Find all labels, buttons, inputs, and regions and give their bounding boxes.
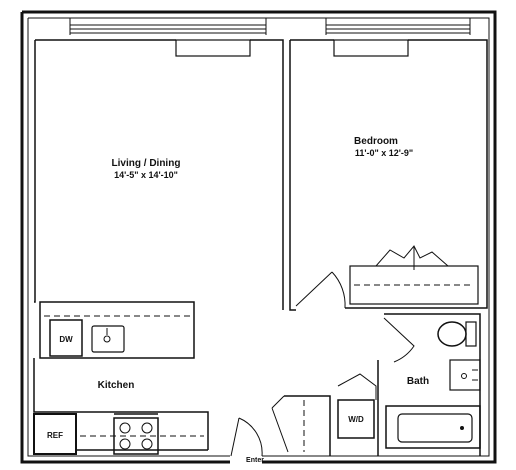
- dishwasher-label: DW: [59, 335, 73, 344]
- bath-name: Bath: [407, 376, 429, 387]
- outer-walls: [20, 10, 497, 464]
- kitchen-name: Kitchen: [98, 380, 135, 391]
- window-bedroom: [325, 18, 471, 57]
- washer-dryer-label: W/D: [348, 415, 364, 424]
- living-room-outline: [34, 39, 284, 310]
- kitchen-counter: [39, 301, 195, 359]
- dishwasher: [49, 319, 83, 357]
- window-living: [69, 18, 267, 57]
- entry-door: [230, 417, 263, 457]
- refrigerator: [33, 413, 77, 455]
- refrigerator-label: REF: [47, 431, 63, 440]
- bedroom-dims: 11'-0" x 12'-9": [355, 148, 413, 158]
- entry-label: Enter: [246, 457, 264, 464]
- bath-fixtures: [377, 313, 481, 456]
- hall-closets: [271, 373, 377, 456]
- living-room-dims: 14'-5" x 14'-10": [114, 170, 178, 180]
- bedroom-outline: [289, 39, 488, 311]
- living-room-name: Living / Dining: [112, 158, 181, 169]
- bedroom-name: Bedroom: [354, 136, 398, 147]
- bedroom-closet: [349, 245, 479, 305]
